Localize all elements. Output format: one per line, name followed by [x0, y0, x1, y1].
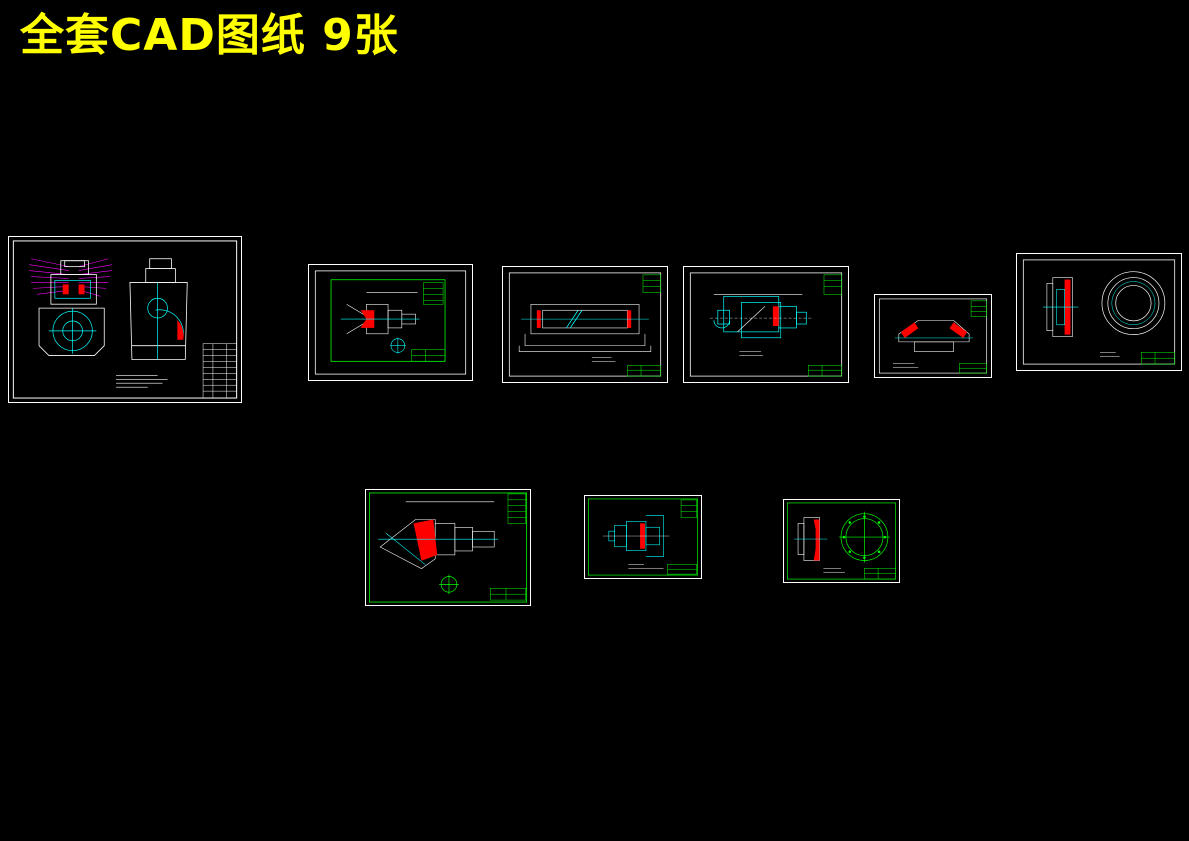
bevel-gear-drawing [878, 298, 988, 374]
stepped-shaft-drawing [587, 498, 699, 576]
drawing-sheet-2[interactable] [308, 264, 473, 381]
drawing-sheet-1[interactable] [8, 236, 242, 403]
page-title: 全套CAD图纸 9张 [20, 10, 399, 61]
shaft-assembly-drawing [689, 272, 843, 377]
drawing-sheet-9[interactable] [783, 499, 900, 583]
gear-shaft-drawing [314, 270, 467, 375]
drawing-sheet-5[interactable] [874, 294, 992, 378]
drawing-sheet-3[interactable] [502, 266, 668, 383]
bevel-gear-shaft-drawing [368, 492, 528, 603]
end-cover-drawing [786, 502, 897, 580]
drawing-sheet-7[interactable] [365, 489, 531, 606]
shaft-drawing [508, 272, 662, 377]
drawing-sheet-4[interactable] [683, 266, 849, 383]
assembly-drawing [12, 240, 238, 399]
drawing-sheet-8[interactable] [584, 495, 702, 579]
flange-drawing [1022, 259, 1176, 365]
drawing-sheet-6[interactable] [1016, 253, 1182, 371]
